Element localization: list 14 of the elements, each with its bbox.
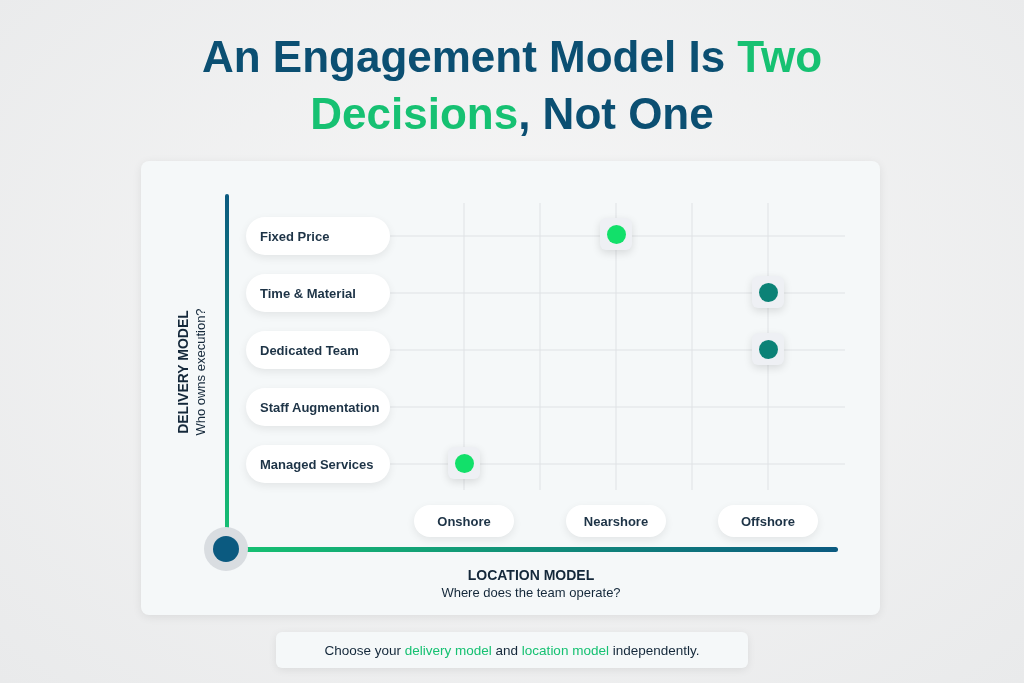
title: An Engagement Model Is Two Decisions, Not One bbox=[200, 31, 824, 140]
axis-subtitle: Where does the team operate? bbox=[440, 584, 622, 602]
caption: Choose your delivery model and location model independently. bbox=[324, 642, 700, 658]
row-label: Managed Services bbox=[246, 445, 390, 483]
row-label: Time & Material bbox=[246, 274, 390, 312]
axis-title: LOCATION MODEL bbox=[466, 566, 596, 584]
axis-subtitle: Who owns execution? bbox=[192, 307, 209, 438]
row-label: Staff Augmentation bbox=[246, 388, 390, 426]
axis-title: DELIVERY MODEL bbox=[174, 309, 192, 436]
column-label: Offshore bbox=[718, 505, 818, 537]
row-label: Dedicated Team bbox=[246, 331, 390, 369]
column-label: Onshore bbox=[414, 505, 514, 537]
row-label: Fixed Price bbox=[246, 217, 390, 255]
column-label: Nearshore bbox=[566, 505, 666, 537]
